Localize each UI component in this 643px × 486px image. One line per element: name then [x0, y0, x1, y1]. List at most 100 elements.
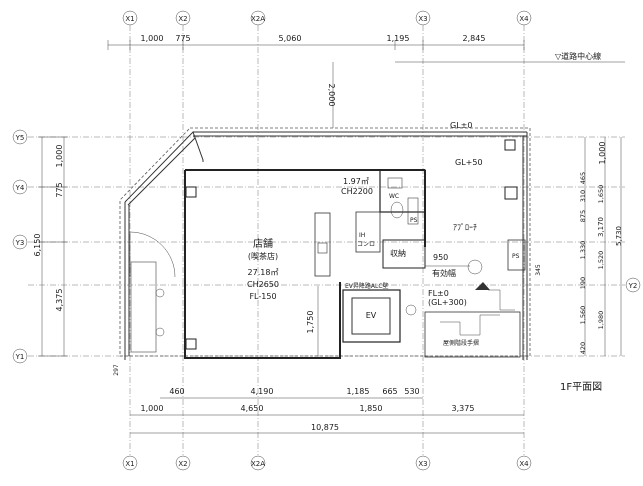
dim-950-label: 950 — [433, 253, 448, 262]
ps-label-right: PS — [512, 253, 520, 260]
dim-right-310: 310 — [579, 190, 587, 202]
dim-right-190: 190 — [579, 277, 587, 289]
grid-label-x2a-bottom: X2A — [251, 460, 265, 468]
storage-room — [382, 239, 426, 269]
kitchen-unit — [355, 211, 381, 253]
columns — [185, 139, 518, 350]
grid-label-y3: Y3 — [15, 239, 25, 247]
shop-area-label: 27.18㎡ — [248, 268, 279, 277]
plan-title: 1F平面図 — [560, 381, 602, 393]
ev-marker — [405, 304, 417, 316]
grid-label-x3: X3 — [418, 15, 427, 23]
exterior-stair — [424, 282, 521, 358]
grid-label-y5: Y5 — [15, 134, 25, 142]
grid-bubbles-bottom: X1 X2 X2A X3 X4 — [122, 455, 532, 471]
grid-bubble-right: Y2 — [625, 277, 641, 293]
dim-top-1000: 1,000 — [141, 34, 164, 43]
dim-left-775: 775 — [55, 182, 64, 197]
grid-lines — [28, 25, 625, 455]
grid-label-x3-bottom: X3 — [418, 460, 427, 468]
dim-right-1650: 1,650 — [597, 185, 605, 204]
grid-label-x2: X2 — [178, 15, 187, 23]
shop-ch-label: CH2650 — [247, 280, 279, 289]
bottom-dimensions: 460 4,190 1,185 665 530 1,000 4,650 1,85… — [130, 387, 524, 434]
dim-right-420: 420 — [579, 342, 587, 354]
wc-label: WC — [389, 193, 399, 200]
dim-top-775: 775 — [175, 34, 190, 43]
shop-label: 店舗 — [253, 237, 273, 250]
grid-label-y4: Y4 — [15, 184, 25, 192]
approach-markers — [467, 239, 526, 275]
right-dimensions: 1,000 465 1,650 310 875 3,170 5,730 1,33… — [535, 137, 623, 356]
grid-label-x2a: X2A — [251, 15, 265, 23]
grid-label-x4: X4 — [519, 15, 529, 23]
dim-1750: 1,750 — [306, 286, 319, 356]
left-dimensions: 1,000 775 6,150 4,375 297 — [33, 136, 120, 376]
shop-fl-label: FL-150 — [249, 292, 276, 301]
dim-bottom2-1000: 1,000 — [141, 404, 164, 413]
gl-zero-label: GL±0 — [450, 121, 472, 130]
dim-right-1000: 1,000 — [598, 142, 607, 165]
dim-right-345: 345 — [535, 264, 542, 276]
grid-label-x1-bottom: X1 — [125, 460, 134, 468]
exterior-wall — [124, 131, 528, 360]
dim-bottom2-3375: 3,375 — [452, 404, 475, 413]
road-center-line: ▽道路中心線 — [395, 51, 625, 63]
road-center-label: ▽道路中心線 — [555, 51, 601, 61]
dim-left-297: 297 — [113, 364, 120, 376]
dim-bottom-1185: 1,185 — [347, 387, 370, 396]
fl-level-label: FL±0 — [428, 289, 449, 298]
grid-label-x2-bottom: X2 — [178, 460, 187, 468]
effective-width-label: 有効幅 — [432, 268, 456, 278]
approach-label: ｱﾌﾟﾛｰﾁ — [453, 223, 477, 232]
elevator-shaft — [342, 289, 401, 343]
counter — [314, 212, 331, 277]
grid-bubbles-top: X1 X2 X2A X3 X4 — [122, 10, 532, 26]
dim-top-2845: 2,845 — [463, 34, 486, 43]
ev-label: EV — [366, 311, 377, 320]
grid-label-x4-bottom: X4 — [519, 460, 529, 468]
gl-plus50-label: GL+50 — [455, 158, 483, 167]
dim-right-1330: 1,330 — [579, 241, 587, 260]
dim-left-1000: 1,000 — [55, 145, 64, 168]
dim-2000-label: 2,000 — [327, 84, 336, 107]
dim-left-6150: 6,150 — [33, 234, 42, 257]
wc-ch-label: CH2200 — [341, 187, 373, 196]
grid-bubbles-left: Y5 Y4 Y3 Y1 — [12, 129, 28, 364]
dim-bottom-total: 10,875 — [311, 423, 339, 432]
dim-right-465: 465 — [579, 172, 587, 184]
konro-label: コンロ — [357, 241, 375, 248]
dim-right-875: 875 — [579, 210, 587, 222]
dim-right-1560: 1,560 — [579, 306, 587, 325]
grid-label-y1: Y1 — [15, 353, 25, 361]
stair-label: 屋側階段手摺 — [443, 339, 479, 347]
dim-2000: 2,000 — [327, 62, 336, 128]
dim-bottom-665: 665 — [382, 387, 397, 396]
entrance-door — [129, 231, 176, 353]
ih-label: IH — [359, 232, 365, 239]
top-dimension-line: 1,000 775 5,060 1,195 2,845 — [107, 34, 525, 50]
wc-area-label: 1.97㎡ — [343, 177, 369, 186]
ev-wall-label: EV昇降路ALC壁 — [345, 282, 389, 290]
shop-type-label: (喫茶店) — [248, 251, 278, 261]
dim-right-5730: 5,730 — [615, 226, 623, 246]
dim-left-4375: 4,375 — [55, 289, 64, 312]
dim-bottom2-4650: 4,650 — [241, 404, 264, 413]
site-outline — [119, 127, 531, 357]
dim-top-1195: 1,195 — [387, 34, 410, 43]
dim-bottom-530: 530 — [404, 387, 419, 396]
dim-1750-label: 1,750 — [306, 311, 315, 334]
dim-right-1520: 1,520 — [597, 251, 605, 270]
grid-label-y2: Y2 — [628, 282, 638, 290]
dim-bottom-460: 460 — [169, 387, 184, 396]
ps-label-wc: PS — [410, 217, 418, 224]
dim-bottom-4190: 4,190 — [251, 387, 274, 396]
dim-right-3170: 3,170 — [597, 217, 605, 237]
storage-label: 収納 — [390, 248, 406, 258]
dim-right-1980: 1,980 — [597, 311, 605, 330]
grid-label-x1: X1 — [125, 15, 134, 23]
fl-gl-label: (GL+300) — [428, 298, 467, 307]
dim-top-5060: 5,060 — [279, 34, 302, 43]
dim-bottom2-1850: 1,850 — [360, 404, 383, 413]
